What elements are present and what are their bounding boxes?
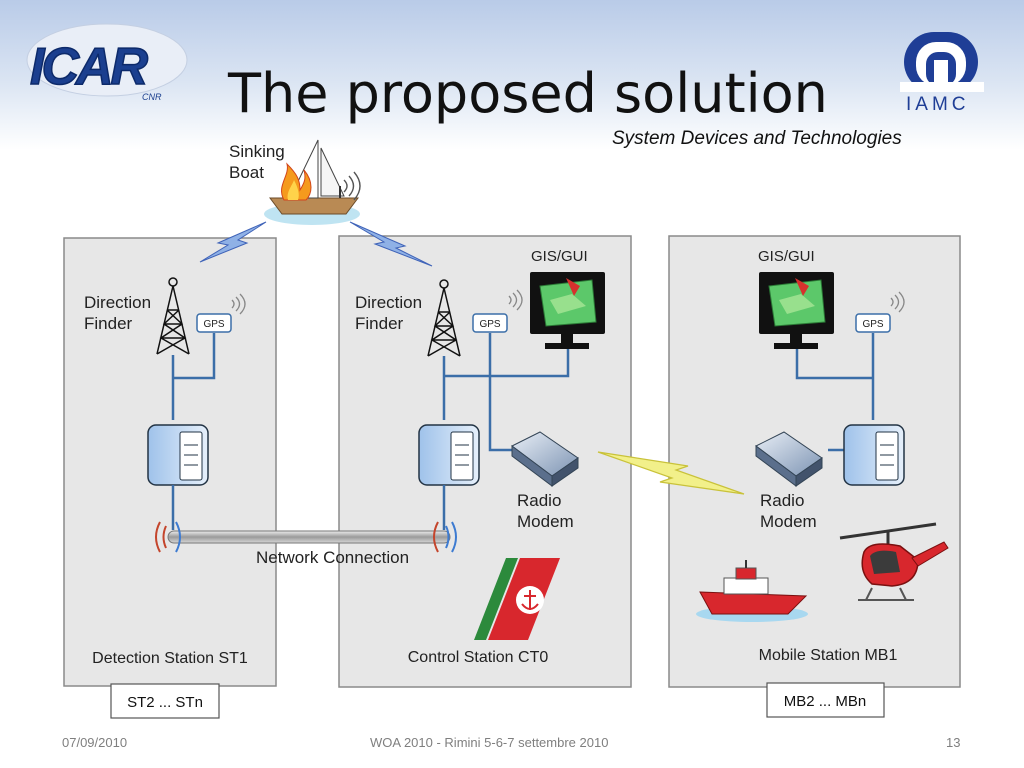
server-mobile xyxy=(843,424,905,486)
detection-station-label: Detection Station ST1 xyxy=(92,650,248,667)
svg-text:GPS: GPS xyxy=(203,319,224,330)
iamc-logo: IAMC xyxy=(900,22,990,123)
coast-guard-emblem xyxy=(474,558,560,640)
server-detection xyxy=(147,424,209,486)
icar-logo: ICAR CNR xyxy=(22,20,192,111)
df-label-control-2: Finder xyxy=(355,314,404,333)
sinking-boat-label-2: Boat xyxy=(229,163,264,182)
slide-subtitle: System Devices and Technologies xyxy=(612,128,902,149)
df-label-control-1: Direction xyxy=(355,293,422,312)
gps-control: GPS xyxy=(472,289,523,333)
radio-modem-control xyxy=(511,431,579,487)
mobile-extra-box xyxy=(766,682,885,718)
radio-modem-label-control-1: Radio xyxy=(517,491,561,510)
gps-mobile: GPS xyxy=(855,291,905,333)
radio-modem-label-control-2: Modem xyxy=(517,512,574,531)
mobile-station-label: Mobile Station MB1 xyxy=(759,647,898,664)
radio-modem-mobile xyxy=(755,431,823,487)
server-control xyxy=(418,424,480,486)
iamc-logo-text: IAMC xyxy=(906,94,970,115)
footer-date: 07/09/2010 xyxy=(62,735,128,750)
gps-detection: GPS xyxy=(196,293,246,333)
icar-logo-text: ICAR xyxy=(30,38,149,96)
antenna-tower-control xyxy=(427,279,461,357)
network-cable xyxy=(155,521,457,553)
antenna-tower-detection xyxy=(156,277,190,355)
control-station-label: Control Station CT0 xyxy=(408,649,549,666)
radio-modem-label-mobile-1: Radio xyxy=(760,491,804,510)
rescue-boat xyxy=(696,560,808,622)
radio-link xyxy=(597,451,745,495)
detection-extra-label: ST2 ... STn xyxy=(127,694,203,711)
gis-monitor-control xyxy=(530,272,605,349)
svg-text:GPS: GPS xyxy=(862,319,883,330)
wireless-link-control xyxy=(349,221,433,267)
slide-title: The proposed solution xyxy=(228,62,828,125)
radio-modem-label-mobile-2: Modem xyxy=(760,512,817,531)
df-label-detection-1: Direction xyxy=(84,293,151,312)
gis-gui-label-mobile: GIS/GUI xyxy=(758,248,815,265)
wireless-link-detection xyxy=(199,221,267,263)
gis-monitor-mobile xyxy=(759,272,834,349)
sinking-boat xyxy=(264,139,361,225)
helicopter xyxy=(839,522,949,601)
sinking-boat-label-1: Sinking xyxy=(229,142,285,161)
detection-extra-box xyxy=(110,683,220,719)
footer-text: WOA 2010 - Rimini 5-6-7 settembre 2010 xyxy=(370,735,609,750)
mobile-extra-label: MB2 ... MBn xyxy=(784,693,867,710)
network-connection-label: Network Connection xyxy=(256,548,409,567)
df-label-detection-2: Finder xyxy=(84,314,133,333)
icar-logo-sub: CNR xyxy=(142,92,162,102)
svg-text:GPS: GPS xyxy=(479,319,500,330)
footer-page-number: 13 xyxy=(946,735,961,750)
gis-gui-label-control: GIS/GUI xyxy=(531,248,588,265)
